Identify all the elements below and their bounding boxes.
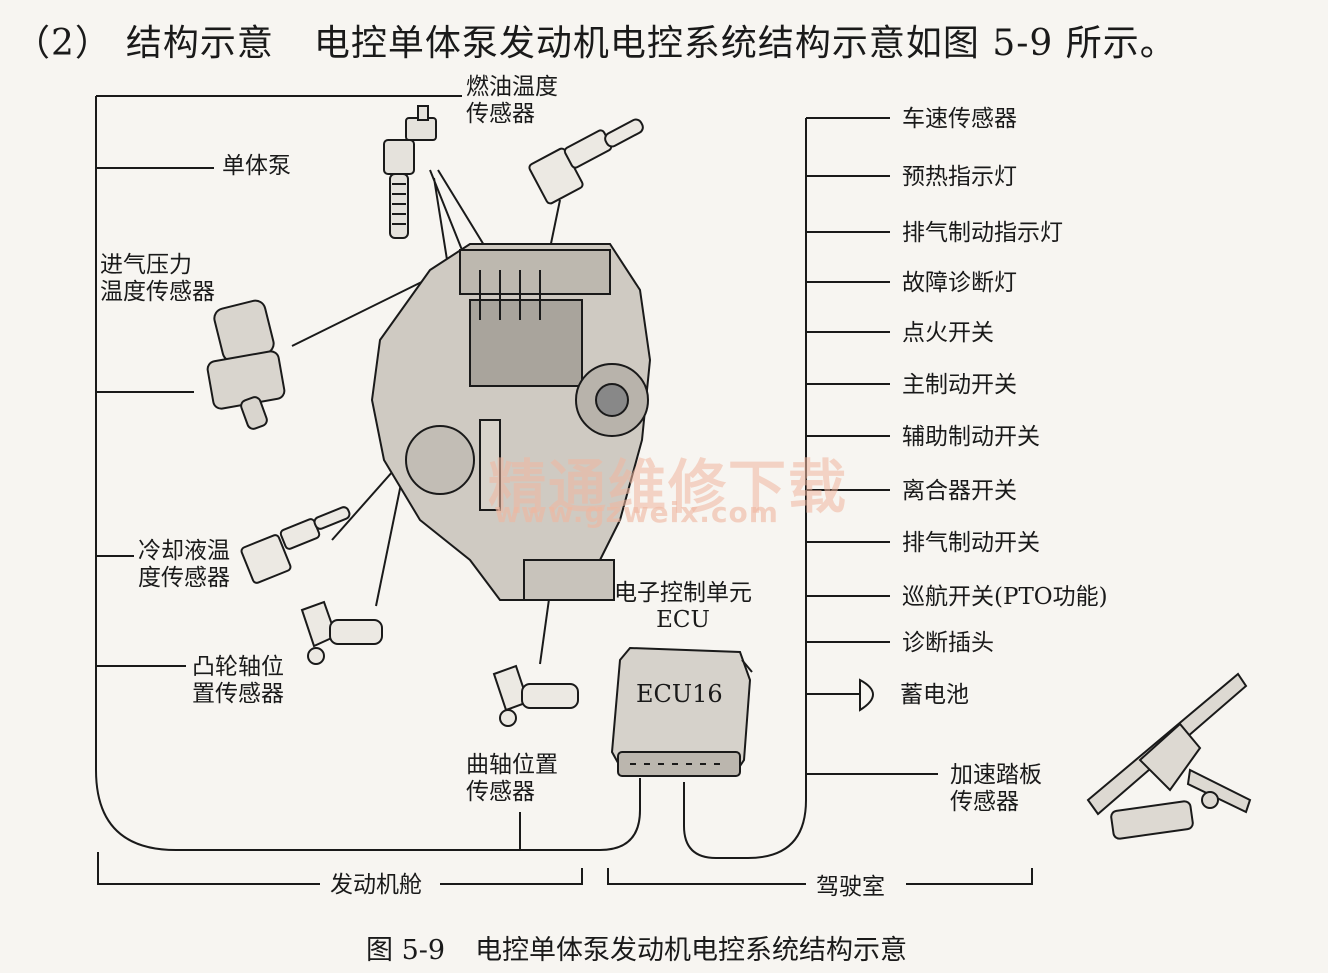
label-right-4: 点火开关 <box>902 320 994 346</box>
fuel-temp-sensor-icon <box>528 118 644 205</box>
label-right-5: 主制动开关 <box>902 372 1017 398</box>
label-coolant-sensor: 冷却液温 度传感器 <box>138 538 230 591</box>
label-right-6: 辅助制动开关 <box>902 424 1040 450</box>
label-intake-sensor: 进气压力 温度传感器 <box>100 252 215 305</box>
coolant-sensor-icon <box>240 506 351 584</box>
caption-figure-number: 图 5-9 <box>366 935 446 966</box>
label-camshaft-sensor: 凸轮轴位 置传感器 <box>192 654 284 707</box>
bracket-cab-right <box>906 868 1033 885</box>
left-bus-line <box>95 96 520 851</box>
bracket-engine-right <box>440 868 583 885</box>
heading-title: 结构示意 <box>125 23 274 64</box>
heading-text: 电控单体泵发动机电控系统结构示意如图 5-9 所示。 <box>313 23 1177 64</box>
section-cab: 驾驶室 <box>816 874 885 900</box>
label-accel-pedal: 加速踏板 传感器 <box>950 762 1042 815</box>
label-right-1: 预热指示灯 <box>902 164 1017 190</box>
camshaft-sensor-icon <box>300 600 383 665</box>
section-engine-bay: 发动机舱 <box>330 872 422 898</box>
watermark-url: www.gzweix.com <box>494 496 779 529</box>
accel-pedal-icon <box>1086 672 1252 840</box>
ecu-left-link <box>520 778 641 851</box>
bracket-cab-left <box>607 868 806 885</box>
battery-icon <box>859 678 874 712</box>
heading: （2） 结构示意电控单体泵发动机电控系统结构示意如图 5-9 所示。 <box>14 14 1177 66</box>
engine-icon <box>370 243 652 601</box>
crankshaft-sensor-icon <box>492 664 579 727</box>
label-right-9: 巡航开关(PTO功能) <box>902 584 1108 610</box>
unit-pump-icon <box>383 105 437 239</box>
label-crankshaft-sensor: 曲轴位置 传感器 <box>466 752 558 805</box>
label-right-8: 排气制动开关 <box>902 530 1040 556</box>
label-ecu: 电子控制单元 ECU <box>614 580 752 633</box>
label-right-0: 车速传感器 <box>902 106 1017 132</box>
label-right-7: 离合器开关 <box>902 478 1017 504</box>
heading-number: （2） <box>14 23 112 64</box>
label-right-11: 蓄电池 <box>900 682 969 708</box>
right-bus-line <box>683 118 807 859</box>
caption-title: 电控单体泵发动机电控系统结构示意 <box>475 935 908 966</box>
label-right-3: 故障诊断灯 <box>902 270 1017 296</box>
watermark-cn: 精通维修下载 <box>488 453 849 521</box>
ecu-icon <box>610 646 753 777</box>
figure-caption: 图 5-9 电控单体泵发动机电控系统结构示意 <box>366 928 907 967</box>
ecu-device-label: ECU16 <box>636 680 723 708</box>
label-right-10: 诊断插头 <box>902 630 994 656</box>
label-fuel-temp-sensor: 燃油温度 传感器 <box>466 74 558 127</box>
bracket-engine-left <box>97 852 320 885</box>
label-right-2: 排气制动指示灯 <box>902 220 1063 246</box>
intake-sensor-icon <box>206 299 286 430</box>
label-unit-pump: 单体泵 <box>222 153 291 179</box>
